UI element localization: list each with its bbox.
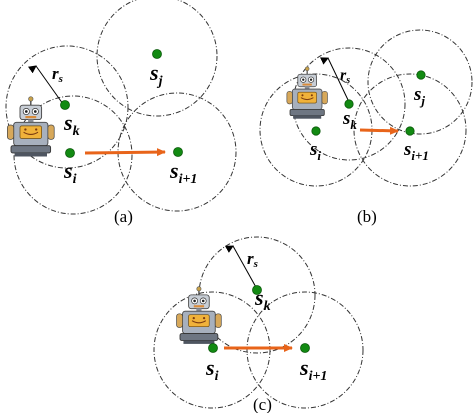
coverage-circle-si1 bbox=[246, 291, 364, 409]
label-si: si bbox=[63, 158, 77, 187]
radius-label: rs bbox=[52, 64, 63, 85]
coverage-circle-sk bbox=[5, 45, 129, 169]
label-si: si bbox=[205, 355, 219, 384]
radius-arrow bbox=[224, 245, 258, 290]
label-sk: sk bbox=[63, 110, 80, 139]
node-si1 bbox=[173, 147, 183, 157]
robot-icon bbox=[175, 286, 222, 345]
coverage-circle-si1 bbox=[353, 73, 467, 187]
caption-a: (a) bbox=[114, 207, 133, 226]
coverage-circle-si bbox=[13, 95, 133, 215]
label-si1: si+1 bbox=[299, 355, 327, 384]
node-sk bbox=[252, 285, 262, 295]
panel-c: rs sk si si+1 (c) bbox=[153, 236, 364, 413]
panel-a: rs sj sk si si+1 (a) bbox=[5, 0, 237, 226]
caption-b: (b) bbox=[357, 207, 377, 226]
robot-icon bbox=[286, 66, 329, 120]
node-sk bbox=[344, 99, 354, 109]
motion-arrow bbox=[84, 148, 166, 157]
radius-arrow bbox=[27, 65, 64, 105]
node-si bbox=[208, 343, 218, 353]
node-sj bbox=[152, 49, 162, 59]
label-si: si bbox=[309, 139, 321, 163]
coverage-circle-sj bbox=[96, 0, 218, 117]
label-sj: sj bbox=[149, 60, 163, 89]
radius-label: rs bbox=[340, 67, 350, 86]
label-si1: si+1 bbox=[169, 158, 197, 187]
node-si1 bbox=[300, 343, 310, 353]
node-si bbox=[65, 148, 75, 158]
label-si1: si+1 bbox=[403, 139, 429, 163]
panel-b: rs sj sk si si+1 (b) bbox=[259, 29, 473, 226]
motion-arrow bbox=[359, 126, 399, 135]
coverage-circle-sk bbox=[292, 47, 406, 161]
coverage-circle-si1 bbox=[117, 92, 237, 212]
node-si bbox=[311, 126, 321, 136]
label-sj: sj bbox=[413, 84, 425, 108]
robot-icon bbox=[6, 95, 55, 158]
caption-c: (c) bbox=[253, 395, 272, 413]
radius-label: rs bbox=[247, 249, 258, 270]
node-sj bbox=[416, 70, 426, 80]
radius-arrow bbox=[319, 57, 350, 103]
coverage-circle-sj bbox=[367, 29, 473, 135]
node-sk bbox=[60, 100, 70, 110]
node-si1 bbox=[405, 126, 415, 136]
label-sk: sk bbox=[342, 108, 357, 132]
label-sk: sk bbox=[254, 285, 271, 314]
coverage-circle-si bbox=[153, 291, 271, 409]
